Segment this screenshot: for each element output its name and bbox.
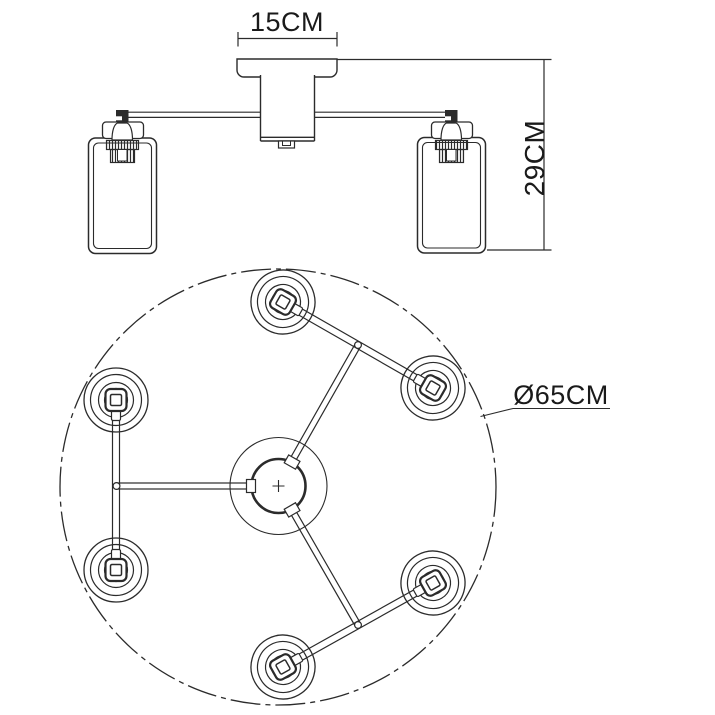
socket-thread-flange-right	[434, 139, 469, 151]
arm-bracket-left	[245, 478, 257, 494]
arm-right	[314, 111, 446, 118]
fixture-height-dimension: 29CM	[337, 58, 552, 251]
dimension-line-horizontal	[237, 32, 338, 47]
junction-ball-left	[112, 482, 121, 491]
overall-diameter-dimension: Ø65CM	[480, 380, 610, 418]
lamp-plan-upper-left	[82, 366, 150, 434]
lamp-plan-lower-left	[82, 536, 150, 604]
lamp-plan-bottom	[238, 622, 328, 712]
elbow-joint-left	[116, 110, 129, 123]
arm-left	[128, 111, 261, 118]
socket-thread-flange-left	[105, 139, 140, 151]
lamp-plan-lower-right	[388, 538, 478, 628]
center-cross-mark	[272, 480, 285, 492]
plan-view: Ø65CM	[59, 257, 610, 712]
socket-thread-gap-right	[446, 149, 457, 162]
lamp-assembly-left	[87, 110, 158, 255]
leader-line	[480, 407, 610, 418]
fixture-height-label: 29CM	[519, 120, 550, 197]
dimension-line-vertical	[337, 58, 552, 251]
stem	[259, 75, 316, 142]
socket-thread-gap-left	[117, 149, 128, 162]
elbow-joint-right	[445, 110, 458, 123]
arm-bracket-lower-right	[283, 501, 301, 518]
junction-ball-upper-right	[354, 341, 363, 350]
ceiling-canopy	[236, 58, 338, 78]
socket-cup-left	[111, 122, 134, 141]
front-view: 15CM	[87, 7, 552, 255]
stem-fill	[260, 75, 315, 141]
canopy-outline-plan	[229, 436, 328, 536]
overall-diameter-label: Ø65CM	[513, 380, 609, 410]
lamp-plan-upper-right	[388, 343, 478, 433]
junction-ball-lower-right	[354, 620, 363, 629]
stem-bottom-tab-inner	[282, 140, 291, 146]
lamp-assembly-right	[416, 110, 487, 254]
arm-bracket-upper-right	[283, 454, 301, 471]
overall-diameter-circle	[59, 268, 497, 706]
canopy-width-dimension: 15CM	[237, 7, 338, 47]
socket-cup-right	[440, 122, 463, 141]
canopy-width-label: 15CM	[250, 7, 324, 37]
stem-bottom-tab	[277, 140, 296, 149]
